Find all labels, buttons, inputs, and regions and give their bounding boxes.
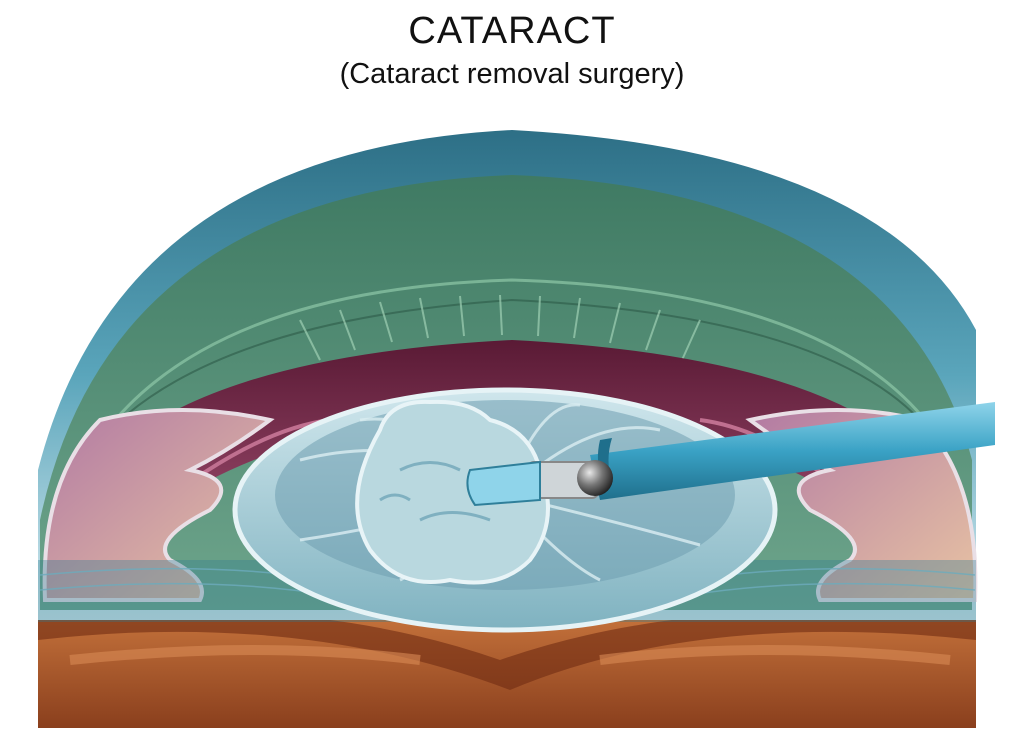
phaco-probe-icon bbox=[466, 402, 995, 507]
ciliary-striations bbox=[299, 294, 701, 361]
retina-base-tissue bbox=[38, 611, 976, 728]
cataract-nucleus bbox=[355, 399, 550, 585]
page-title: CATARACT bbox=[408, 10, 616, 52]
page-subtitle: (Cataract removal surgery) bbox=[339, 58, 685, 90]
ciliary-body-left bbox=[42, 408, 275, 602]
